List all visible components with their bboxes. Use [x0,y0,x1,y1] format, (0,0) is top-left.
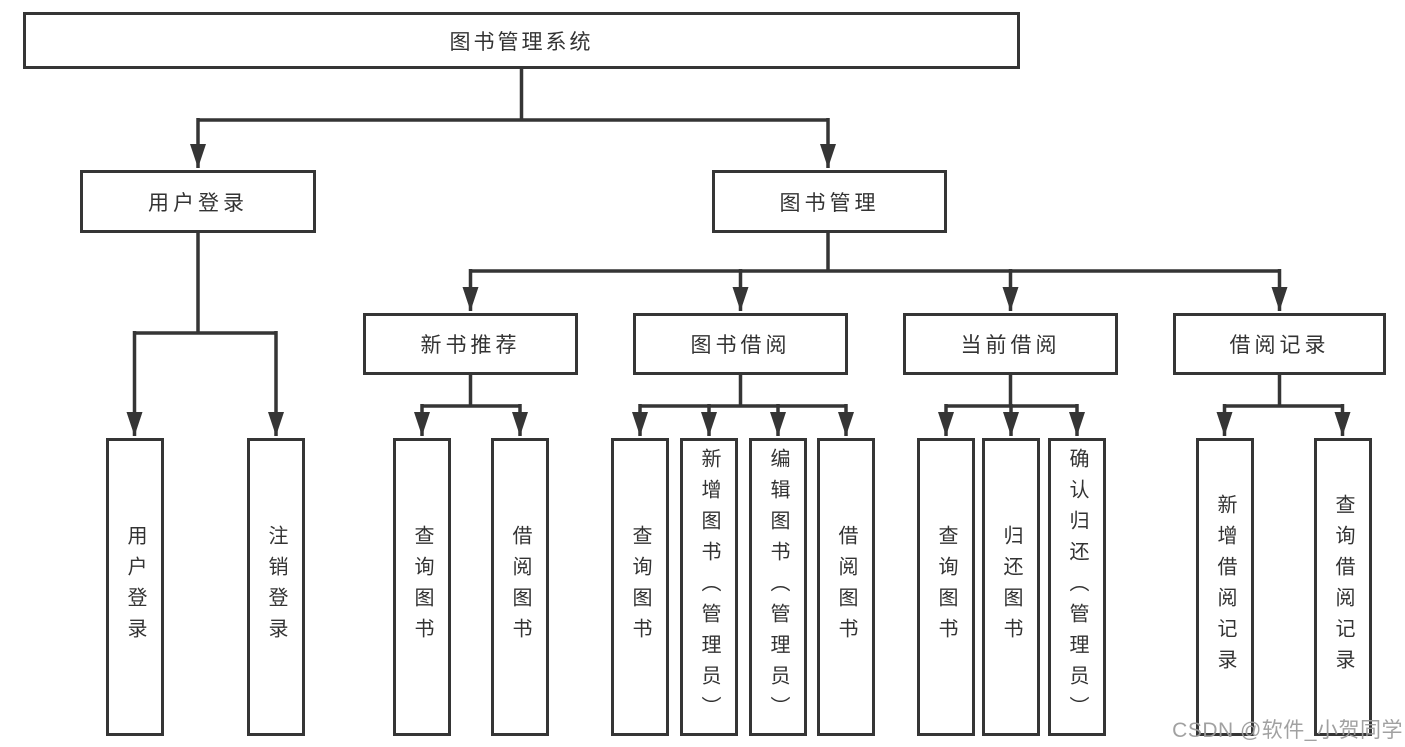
connector-root-to-level2 [190,69,836,168]
connector-user-login-to-leaves [126,233,284,436]
node-user-login: 用户登录 [80,170,316,233]
leaf-nbr-query-books: 查询图书 [393,438,451,736]
leaf-br-query-borrow-record: 查询借阅记录 [1314,438,1372,736]
connector-book-management-to-level3 [462,233,1288,311]
connector-current-borrowing-to-leaves [938,375,1085,436]
leaf-cb-query-books: 查询图书 [917,438,975,736]
connector-borrowing-records-to-leaves [1216,375,1351,436]
leaf-cb-return-books: 归还图书 [982,438,1040,736]
node-library-management-system: 图书管理系统 [23,12,1020,69]
connector-book-borrowing-to-leaves [632,375,854,436]
leaf-nbr-borrow-books: 借阅图书 [491,438,549,736]
node-borrowing-records: 借阅记录 [1173,313,1386,375]
node-current-borrowing: 当前借阅 [903,313,1118,375]
csdn-watermark: CSDN @软件_小贺同学 [1172,719,1403,742]
leaf-bb-query-books: 查询图书 [611,438,669,736]
node-book-borrowing: 图书借阅 [633,313,848,375]
leaf-logout: 注销登录 [247,438,305,736]
leaf-user-login: 用户登录 [106,438,164,736]
leaf-br-add-borrow-record: 新增借阅记录 [1196,438,1254,736]
node-book-management: 图书管理 [712,170,947,233]
connector-new-book-recommendation-to-leaves [414,375,528,436]
leaf-bb-borrow-books: 借阅图书 [817,438,875,736]
leaf-cb-confirm-return-admin: 确认归还（管理员） [1048,438,1106,736]
leaf-bb-add-books-admin: 新增图书（管理员） [680,438,738,736]
node-new-book-recommendation: 新书推荐 [363,313,578,375]
leaf-bb-edit-books-admin: 编辑图书（管理员） [749,438,807,736]
